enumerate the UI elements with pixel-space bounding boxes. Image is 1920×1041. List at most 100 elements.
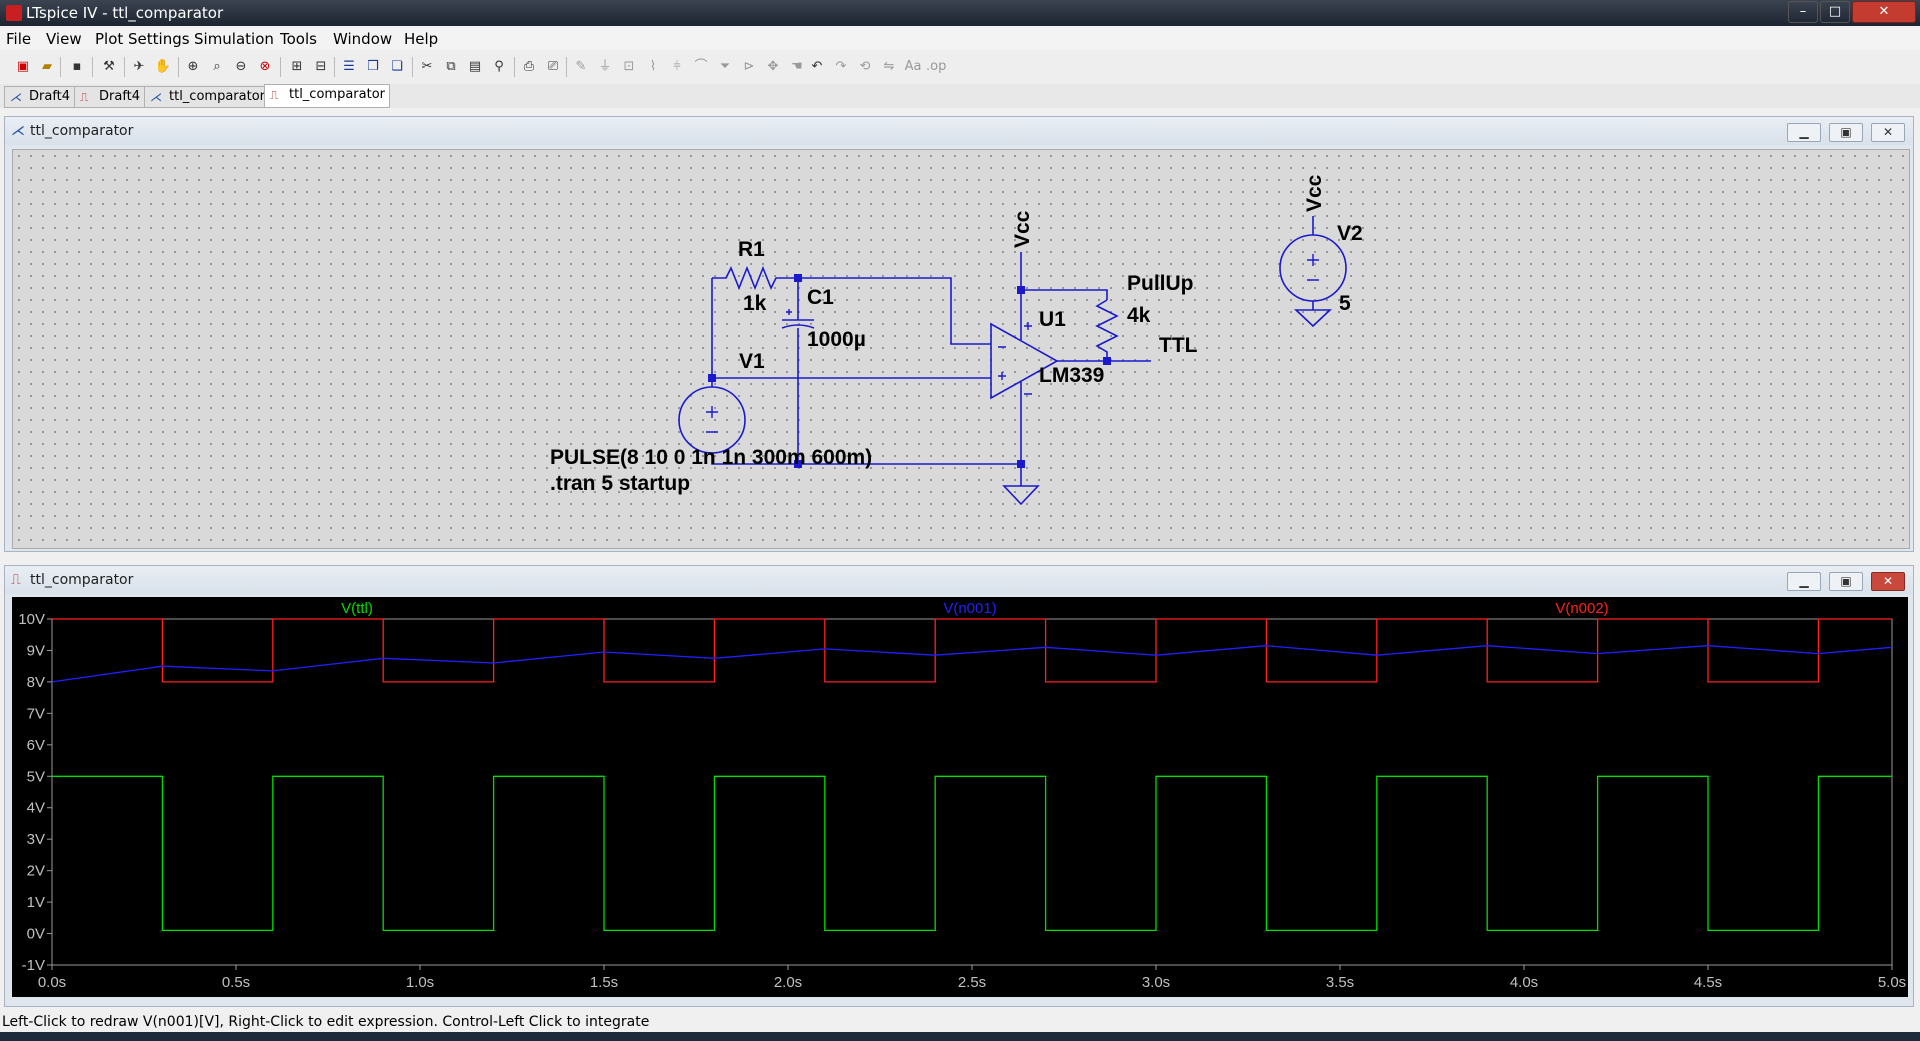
text-icon[interactable]: Aa [904, 59, 922, 74]
zoom-fit-icon[interactable]: ⊗ [259, 59, 271, 74]
schematic-canvas[interactable]: R1 1k C1 1000µ V1 U1 LM339 PullUp 4k TTL… [12, 149, 1910, 549]
inductor-icon[interactable]: ⌒ [694, 59, 708, 74]
trace-v-n002[interactable] [52, 618, 1892, 683]
cut-icon[interactable]: ✂ [421, 59, 433, 74]
open-folder-icon[interactable]: ▰ [42, 59, 52, 74]
menu-window[interactable]: Window [333, 30, 393, 48]
document-tab-bar: ⋌Draft4 ⎍Draft4 ⋌ttl_comparator ⎍ttl_com… [0, 84, 1920, 108]
undo-icon[interactable]: ↶ [811, 59, 823, 74]
paste-icon[interactable]: ▤ [468, 59, 482, 74]
schematic-icon: ⋌ [150, 90, 162, 104]
tab-draft4-waveform[interactable]: ⎍Draft4 [74, 86, 146, 108]
resistor-icon[interactable]: ⌇ [649, 59, 657, 74]
capacitor-icon[interactable]: ⫩ [673, 59, 681, 74]
tab-ttl-comparator-waveform[interactable]: ⎍ttl_comparator [264, 84, 390, 108]
copy-icon[interactable]: ⧉ [446, 59, 456, 74]
save-icon[interactable]: ▪ [72, 59, 82, 74]
taskbar [0, 1032, 1920, 1041]
schematic-restore-button[interactable]: ▣ [1829, 123, 1863, 142]
y-tick-label: 4V [27, 800, 45, 817]
title-bar: LTspice IV - ttl_comparator – □ ✕ [0, 0, 1920, 26]
resistor-pullup[interactable] [1095, 299, 1119, 361]
print-icon[interactable]: ⎙ [523, 59, 535, 74]
ttl-net-label: TTL [1159, 334, 1198, 357]
waveform-icon: ⎍ [80, 90, 89, 104]
trace-v-n001[interactable] [51, 645, 1893, 683]
diode-icon[interactable]: ⏷ [719, 59, 731, 74]
wire-vcc[interactable] [1020, 252, 1108, 300]
y-tick-label: 3V [27, 831, 45, 848]
toolbar: ▣ ▰ ▪ ⚒ ✈ ✋ ⊕ ⌕ ⊖ ⊗ ⊞ ⊟ ☰ ❒ ❏ ✂ ⧉ ▤ ⚲ ⎙ … [0, 50, 1920, 85]
close-window-button[interactable]: ✕ [1852, 1, 1916, 23]
trace-label-v-ttl[interactable]: V(ttl) [341, 600, 373, 617]
find-icon[interactable]: ⚲ [494, 59, 504, 74]
zoom-in-icon[interactable]: ⊕ [187, 59, 199, 74]
comparator-u1[interactable] [990, 322, 1059, 400]
schematic-minimize-button[interactable]: ▁ [1787, 123, 1821, 142]
trace-label-v-n001[interactable]: V(n001) [943, 600, 996, 617]
menu-view[interactable]: View [46, 30, 82, 48]
drag-icon[interactable]: ☚ [791, 59, 803, 74]
x-tick-label: 0.5s [222, 974, 250, 991]
menu-plot-settings[interactable]: Plot Settings [95, 30, 190, 48]
menu-help[interactable]: Help [404, 30, 439, 48]
menu-file[interactable]: File [6, 30, 32, 48]
wire-r1-comp-minus[interactable] [798, 277, 991, 345]
resistor-r1[interactable] [712, 265, 798, 291]
halt-icon[interactable]: ✋ [154, 59, 172, 74]
spice-directive-icon[interactable]: .op [926, 59, 947, 74]
waveform-close-button[interactable]: ✕ [1871, 572, 1905, 591]
tran-directive[interactable]: .tran 5 startup [550, 472, 690, 495]
component-icon[interactable]: ⊳ [743, 59, 755, 74]
print-preview-icon[interactable]: ⎚ [547, 59, 559, 74]
cascade-icon[interactable]: ❏ [391, 59, 403, 74]
x-tick-label: 4.0s [1510, 974, 1538, 991]
minimize-window-button[interactable]: – [1788, 1, 1818, 23]
schematic-close-button[interactable]: ✕ [1871, 123, 1905, 142]
pullup-name-label: PullUp [1127, 272, 1194, 295]
redo-icon[interactable]: ↷ [835, 59, 847, 74]
x-tick-label: 1.0s [406, 974, 434, 991]
ground-symbol[interactable] [1002, 464, 1040, 506]
mark-data-points-icon[interactable]: ⊟ [315, 59, 327, 74]
ground-icon[interactable]: ⏚ [598, 59, 612, 74]
control-panel-icon[interactable]: ⚒ [103, 59, 115, 74]
waveform-minimize-button[interactable]: ▁ [1787, 572, 1821, 591]
move-icon[interactable]: ✥ [767, 59, 779, 74]
mirror-icon[interactable]: ⇋ [883, 59, 895, 74]
tab-draft4-schematic[interactable]: ⋌Draft4 [4, 86, 76, 108]
menu-tools[interactable]: Tools [280, 30, 317, 48]
run-icon[interactable]: ✈ [133, 59, 145, 74]
zoom-area-icon[interactable]: ⌕ [213, 59, 221, 74]
y-tick-label: 9V [27, 642, 45, 659]
menu-simulation[interactable]: Simulation [194, 30, 274, 48]
v2-wiring[interactable] [1293, 216, 1333, 328]
v2-value-label: 5 [1339, 292, 1351, 315]
voltage-source-v1[interactable] [678, 386, 746, 454]
schematic-window-caption: ⋌ ttl_comparator ▁ ▣ ✕ [5, 117, 1913, 145]
tile-horizontal-icon[interactable]: ☰ [343, 59, 355, 74]
y-tick-label: -1V [22, 957, 45, 974]
pulse-directive[interactable]: PULSE(8 10 0 1n 1n 300m 600m) [550, 446, 872, 469]
x-tick-label: 2.0s [774, 974, 802, 991]
tile-vertical-icon[interactable]: ❒ [367, 59, 379, 74]
draw-wire-icon[interactable]: ✎ [575, 59, 587, 74]
y-tick-label: 0V [27, 926, 45, 943]
trace-label-v-n002[interactable]: V(n002) [1555, 600, 1608, 617]
maximize-window-button[interactable]: □ [1820, 1, 1850, 23]
waveform-restore-button[interactable]: ▣ [1829, 572, 1863, 591]
rotate-icon[interactable]: ⟲ [859, 59, 871, 74]
label-net-icon[interactable]: ⊡ [623, 59, 635, 74]
x-tick-label: 2.5s [958, 974, 986, 991]
capacitor-c1[interactable] [781, 319, 815, 329]
autorange-y-icon[interactable]: ⊞ [291, 59, 303, 74]
zoom-out-icon[interactable]: ⊖ [235, 59, 247, 74]
x-tick-label: 4.5s [1694, 974, 1722, 991]
trace-v-ttl[interactable] [52, 775, 1892, 932]
tab-ttl-comparator-schematic[interactable]: ⋌ttl_comparator [144, 86, 270, 108]
new-schematic-icon[interactable]: ▣ [16, 59, 30, 74]
window-title: LTspice IV - ttl_comparator [26, 4, 224, 22]
r1-value-label: 1k [743, 292, 767, 315]
v2-name-label: V2 [1337, 222, 1363, 245]
